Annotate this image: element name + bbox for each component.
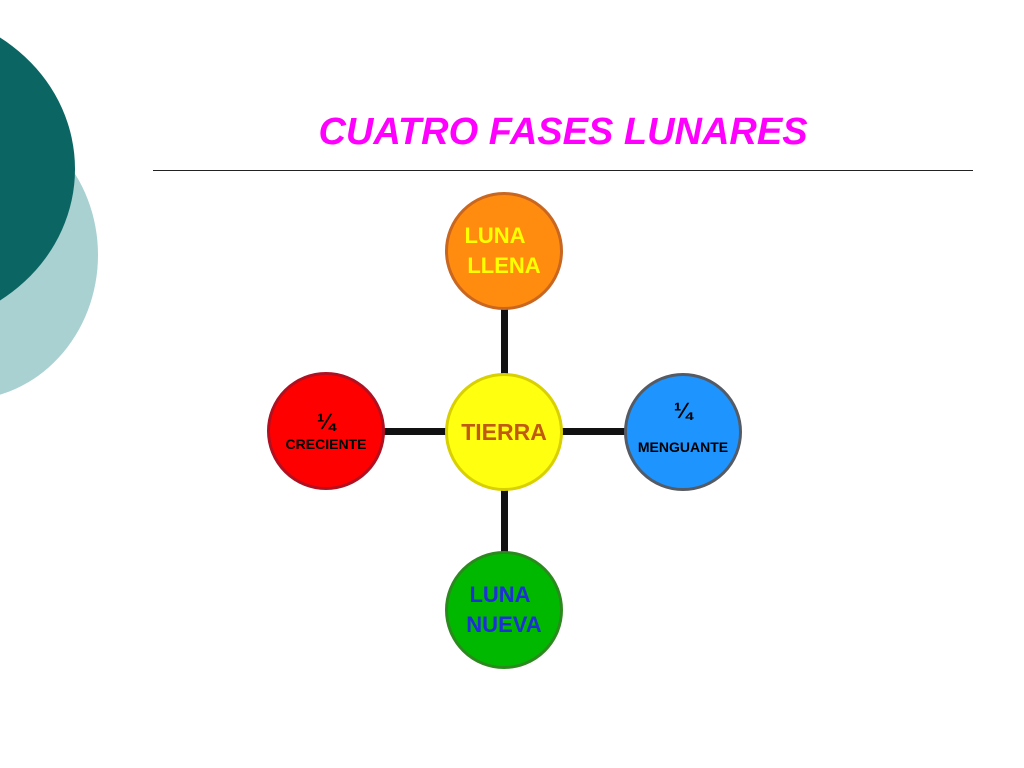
node-creciente-label: CRECIENTE bbox=[285, 436, 367, 452]
slide-title: CUATRO FASES LUNARES bbox=[318, 111, 808, 153]
node-luna-llena-line1: LUNA bbox=[464, 223, 526, 248]
title-divider bbox=[153, 170, 973, 171]
node-tierra: TIERRA bbox=[445, 373, 563, 491]
node-luna-nueva-line2: NUEVA bbox=[466, 612, 542, 637]
node-luna-llena-line2: LLENA bbox=[467, 253, 541, 278]
node-menguante-label: MENGUANTE bbox=[637, 439, 729, 455]
node-luna-llena: LUNA LLENA bbox=[445, 192, 563, 310]
node-luna-nueva-line1: LUNA bbox=[469, 582, 531, 607]
connector-bottom bbox=[501, 489, 508, 553]
connector-right bbox=[561, 428, 626, 435]
node-luna-nueva: LUNA NUEVA bbox=[445, 551, 563, 669]
connector-top bbox=[501, 308, 508, 375]
connector-left bbox=[383, 428, 447, 435]
node-menguante-fraction: ¼ bbox=[673, 398, 693, 423]
node-cuarto-menguante: ¼ MENGUANTE bbox=[624, 373, 742, 491]
node-cuarto-creciente: ¼ CRECIENTE bbox=[267, 372, 385, 490]
node-creciente-fraction: ¼ bbox=[316, 409, 336, 434]
node-tierra-label: TIERRA bbox=[461, 418, 547, 445]
